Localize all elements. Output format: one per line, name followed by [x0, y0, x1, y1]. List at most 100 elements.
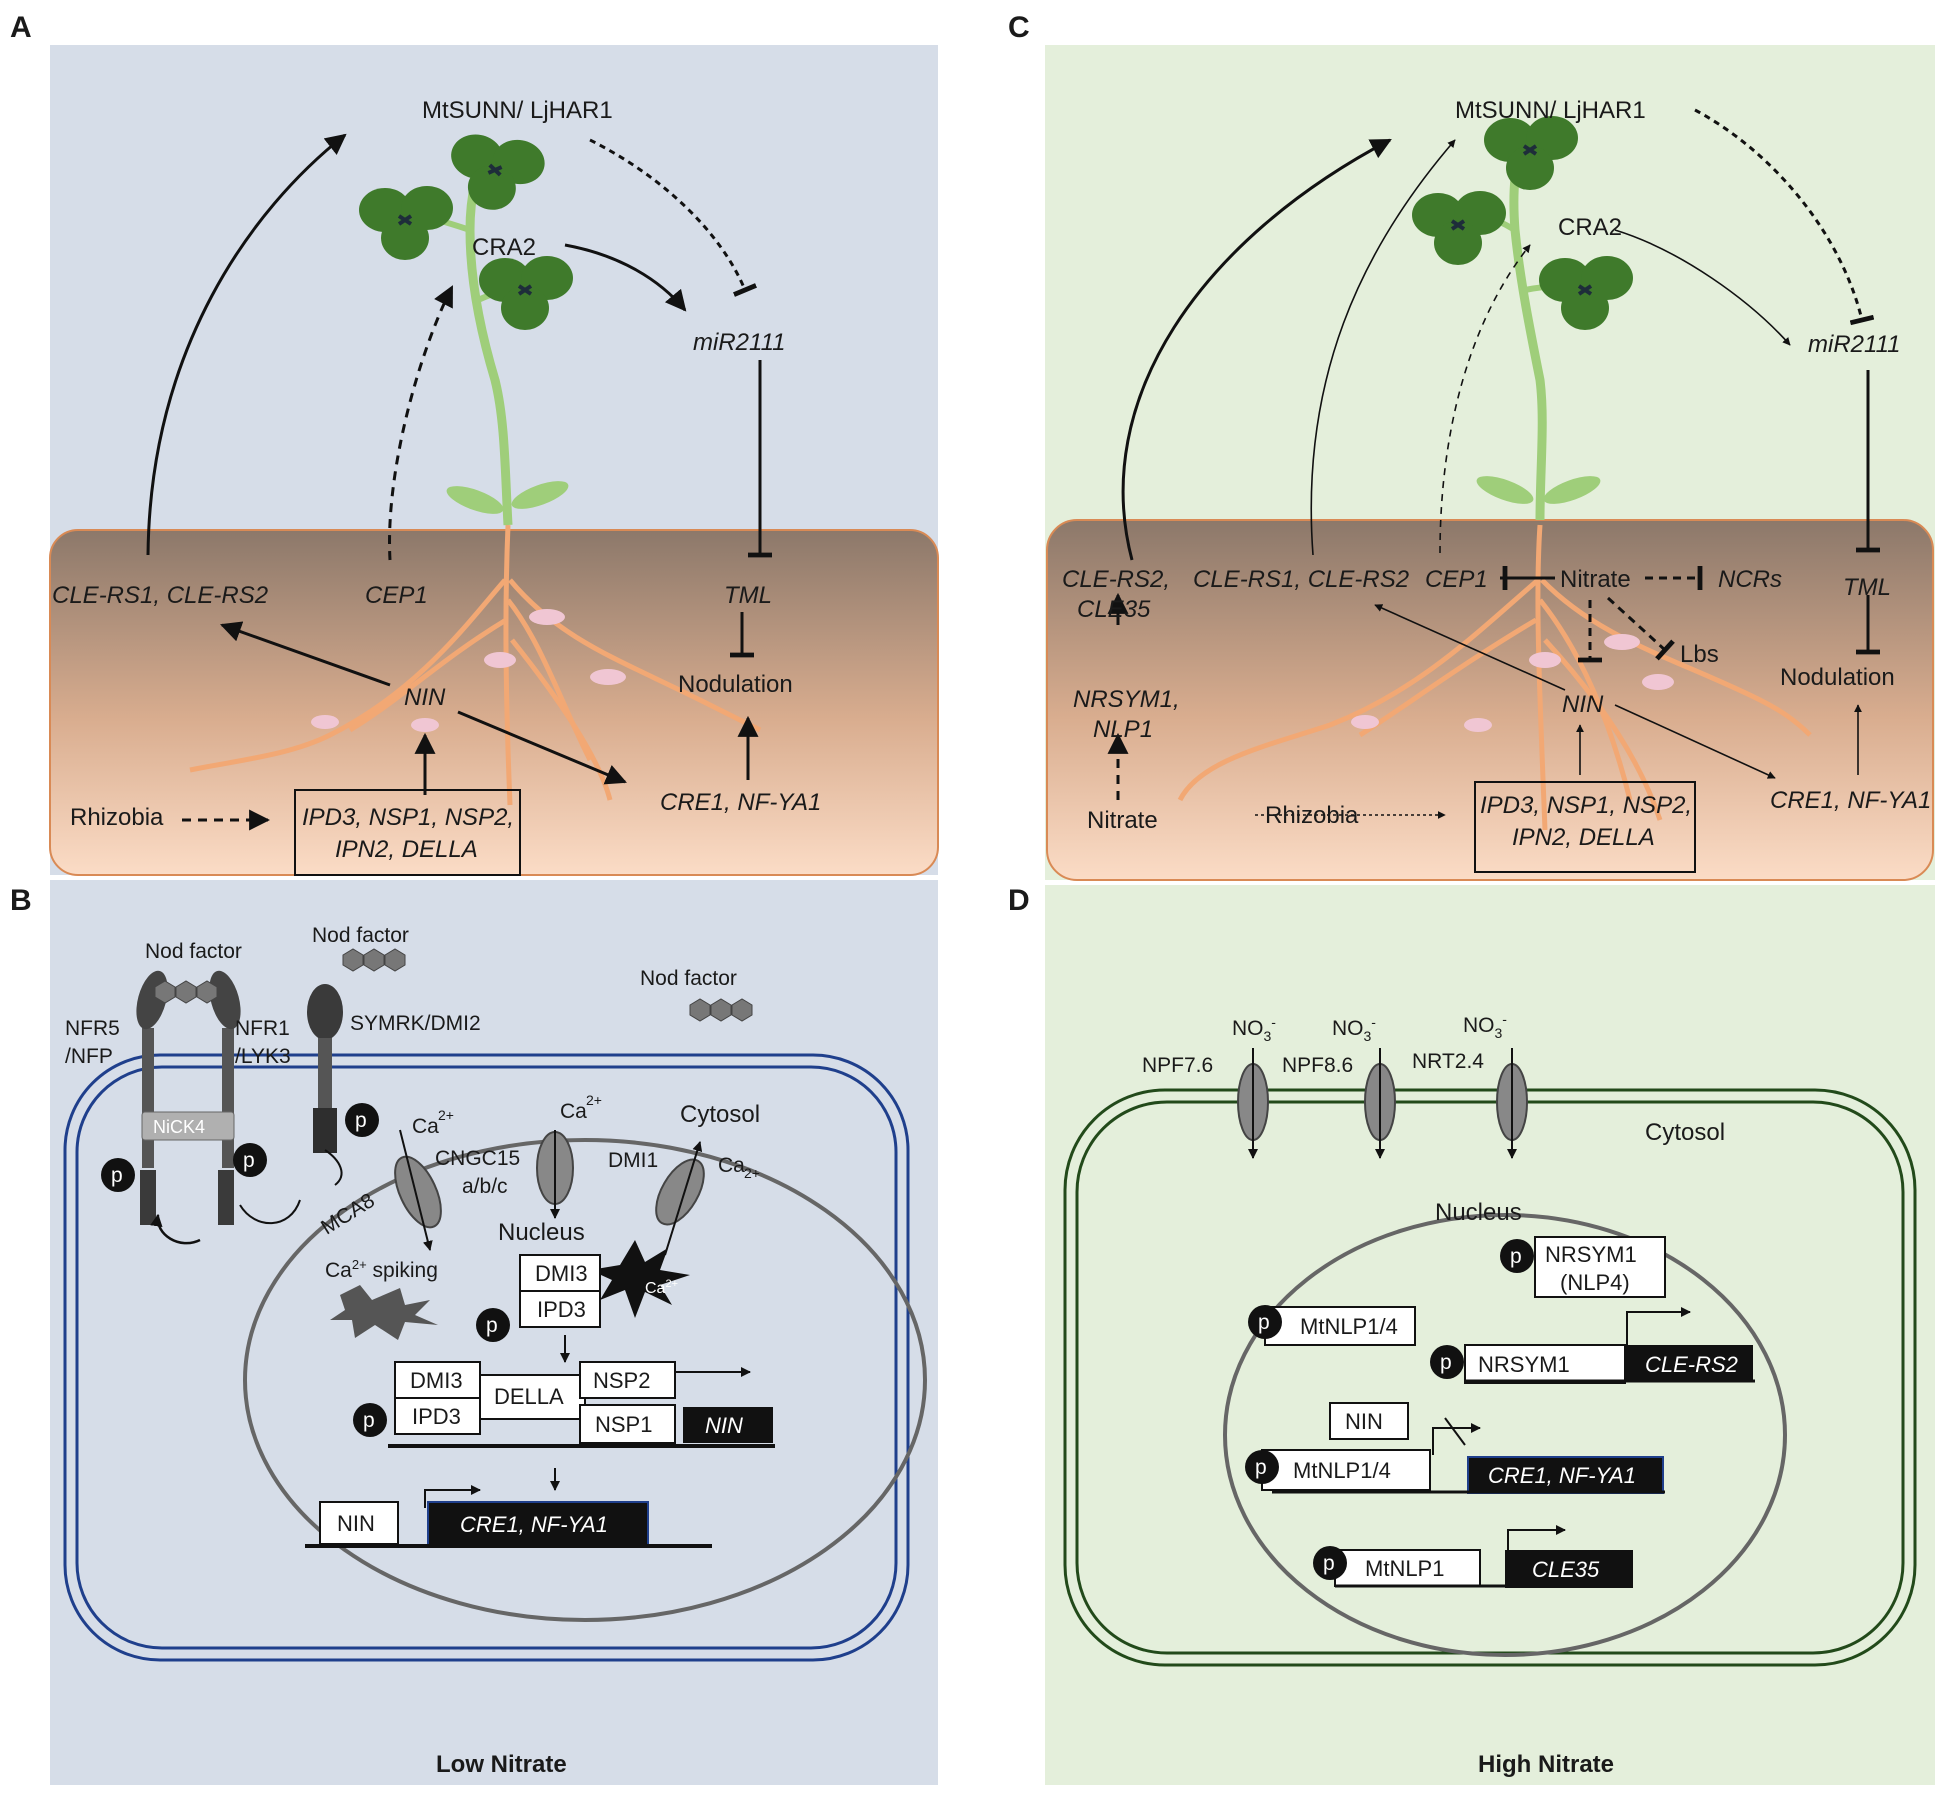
- nrt24-label: NRT2.4: [1412, 1050, 1484, 1073]
- cre-gene: [1467, 1456, 1664, 1494]
- npf76-label: NPF7.6: [1142, 1054, 1213, 1077]
- nrsym1-nlp4-label: NRSYM1: [1545, 1242, 1637, 1267]
- symrk-label: SYMRK/DMI2: [350, 1012, 481, 1035]
- nin-label: NIN: [404, 684, 446, 711]
- nin-protein-label: NIN: [337, 1511, 375, 1536]
- cytosol-label: Cytosol: [1645, 1119, 1725, 1146]
- p-label: p: [1440, 1351, 1452, 1374]
- no3-base: NO: [1232, 1017, 1264, 1040]
- no3-base: NO: [1332, 1017, 1364, 1040]
- cle-label: CLE-RS1, CLE-RS2: [52, 582, 268, 609]
- nucleus-membrane-b: [243, 1138, 927, 1622]
- ncrs-label: NCRs: [1718, 566, 1782, 593]
- protein-boxes-d: [1261, 1236, 1666, 1587]
- cre-label: CRE1, NF-YA1: [1770, 787, 1931, 814]
- nrsym1-label: NRSYM1: [1478, 1352, 1570, 1377]
- no3-label: NO3-: [1463, 1011, 1507, 1041]
- mtnlp14-label: MtNLP1/4: [1300, 1314, 1398, 1339]
- mca8-channel: [394, 1155, 442, 1229]
- ca-spiking-label: Ca2+ spiking: [325, 1257, 438, 1282]
- lbs-label: Lbs: [1680, 641, 1719, 668]
- ipd3-label: IPD3: [412, 1404, 461, 1429]
- cra2-label: CRA2: [1558, 214, 1622, 241]
- phosphate-icons: [101, 1103, 510, 1437]
- nin-label: NIN: [1345, 1409, 1383, 1434]
- ca-superscript: 2+: [438, 1107, 454, 1123]
- panel-d-background: [1045, 885, 1935, 1785]
- nitrate-label: Nitrate: [1560, 566, 1631, 593]
- gene-box-line2: IPN2, DELLA: [1512, 824, 1655, 851]
- p-label: p: [1255, 1456, 1267, 1479]
- cle-rs1-rs2-label: CLE-RS1, CLE-RS2: [1193, 566, 1409, 593]
- ca-spiking-sup: 2+: [352, 1257, 367, 1272]
- roots-a: [189, 524, 762, 806]
- panel-letter-d: D: [1008, 884, 1030, 917]
- panel-a: A MtSUNN/ LjHAR1 CRA2 miR2111 CLE-RS1, C…: [10, 11, 939, 876]
- mtnlp14-label: MtNLP1/4: [1293, 1458, 1391, 1483]
- plant-a: [357, 126, 575, 526]
- cytosol-label: Cytosol: [680, 1101, 760, 1128]
- cle-rs2-gene: [1625, 1345, 1753, 1381]
- phosphate-icons: [1245, 1239, 1534, 1580]
- nfr-receptors: [136, 970, 241, 1225]
- p-label: p: [243, 1149, 255, 1172]
- ca-superscript: 2+: [586, 1092, 602, 1108]
- cle-rs2-gene-label: CLE-RS2: [1645, 1352, 1738, 1377]
- panel-letter-b: B: [10, 884, 32, 917]
- panel-d: p p p p p D NO3- NO3- NO3- NPF7.6 NPF8.6…: [1008, 884, 1935, 1785]
- ca-burst-icon: [590, 1240, 690, 1318]
- ca-burst-ca: Ca: [645, 1280, 666, 1297]
- cre-gene-label: CRE1, NF-YA1: [1488, 1463, 1636, 1488]
- p-label: p: [486, 1314, 498, 1337]
- mtnlp1-label: MtNLP1: [1365, 1556, 1444, 1581]
- arrows-d: [1248, 1048, 1691, 1555]
- no3-superscript: -: [1271, 1014, 1276, 1030]
- soil-c: [1046, 519, 1934, 881]
- footer-low-nitrate: Low Nitrate: [436, 1751, 567, 1778]
- cep1-label: CEP1: [1425, 566, 1488, 593]
- gene-box-a: [294, 789, 521, 876]
- cngc-subtypes-label: a/b/c: [462, 1175, 508, 1198]
- cle35-label: CLE35: [1077, 596, 1151, 623]
- gene-box-line2: IPN2, DELLA: [335, 836, 478, 863]
- cell-wall-inner: [75, 1065, 898, 1650]
- nodule: [1464, 718, 1492, 732]
- arrows-a: [146, 133, 772, 831]
- nodule: [1604, 634, 1640, 650]
- p-label: p: [111, 1164, 123, 1187]
- cngc15-label: CNGC15: [435, 1147, 520, 1170]
- p-label: p: [363, 1409, 375, 1432]
- nod-factor-label: Nod factor: [312, 924, 409, 947]
- mtsunn-label: MtSUNN/ LjHAR1: [422, 97, 613, 124]
- no3-subscript: 3: [1264, 1028, 1272, 1044]
- cle35-gene-label: CLE35: [1532, 1557, 1600, 1582]
- cre-gene-label: CRE1, NF-YA1: [460, 1512, 608, 1537]
- nod-factor-icon: [689, 998, 753, 1022]
- cre-gene: [427, 1501, 649, 1547]
- nodule: [1351, 715, 1379, 729]
- ca-spiking-ca: Ca: [325, 1259, 352, 1282]
- nodulation-label: Nodulation: [1780, 664, 1895, 691]
- nfr1-label-2: /LYK3: [235, 1045, 291, 1068]
- no3-base: NO: [1463, 1014, 1495, 1037]
- arrows-b: [150, 1129, 751, 1508]
- panel-c: C MtSUNN/ LjHAR1 CRA2 miR2111 CLE-RS2, C…: [1008, 11, 1935, 881]
- gene-box-line1: IPD3, NSP1, NSP2,: [302, 804, 514, 831]
- cre-label: CRE1, NF-YA1: [660, 789, 821, 816]
- nrsym1-label: NRSYM1,: [1073, 686, 1180, 713]
- nsp2-label: NSP2: [593, 1368, 650, 1393]
- dmi3-label: DMI3: [535, 1261, 588, 1286]
- p-label: p: [1323, 1552, 1335, 1575]
- no3-subscript: 3: [1364, 1028, 1372, 1044]
- nfr5-label-2: /NFP: [65, 1045, 113, 1068]
- phosphate-labels-d: p p p p p: [1255, 1245, 1522, 1575]
- nod-factor-label: Nod factor: [640, 967, 737, 990]
- nfr1-label: NFR1: [235, 1017, 290, 1040]
- symrk-receptor: [307, 984, 343, 1153]
- npf86-label: NPF8.6: [1282, 1054, 1353, 1077]
- nin-gene: [683, 1407, 773, 1443]
- panel-letter-c: C: [1008, 11, 1030, 44]
- ca-burst-sup: 2+: [665, 1278, 678, 1290]
- mir2111-label: miR2111: [1808, 331, 1900, 358]
